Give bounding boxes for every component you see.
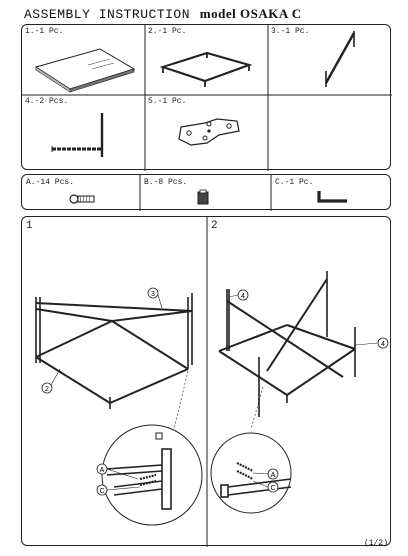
assembly-instruction-heading: ASSEMBLY INSTRUCTION [24, 7, 191, 22]
callout-4-top: 4 [241, 293, 245, 300]
hardware-grid-lines [139, 175, 272, 211]
part-3-label: 3.-1 Pc. [271, 27, 310, 36]
callout-a: A [100, 467, 105, 474]
steps-box: 1 3 2 [21, 216, 391, 547]
barrel-nut-icon [197, 189, 209, 205]
connector-plate-icon [178, 118, 240, 146]
part-1-cell: 1.-1 Pc. [22, 25, 145, 95]
parts-grid-lines [22, 25, 392, 171]
callout-3: 3 [151, 291, 155, 298]
glass-top-icon [34, 48, 136, 93]
part-4-cell: 4.-2 Pcs. [22, 95, 145, 171]
step-2-number: 2 [211, 220, 218, 232]
model-name: model OSAKA C [199, 6, 302, 21]
top-frame-icon [159, 51, 253, 87]
steps-divider [206, 217, 208, 547]
document-title: ASSEMBLY INSTRUCTION model OSAKA C [24, 6, 302, 22]
hardware-list-box: A.-14 Pcs. B.-8 Pcs. C.-1 Pc. [21, 174, 391, 211]
parts-list-box: 1.-1 Pc. 2.-1 Pc. 3.-1 Pc. 4.-2 Pcs. [21, 24, 392, 171]
allen-key-icon [317, 191, 347, 203]
callout-4-right: 4 [381, 341, 385, 348]
hardware-a-label: A.-14 Pcs. [26, 178, 75, 187]
step-1-diagram: 3 2 A C [35, 287, 203, 526]
part-5-cell: 5.-1 Pc. [145, 95, 268, 171]
callout-c-2: C [270, 485, 275, 492]
part-1-label: 1.-1 Pc. [25, 27, 64, 36]
part-2-cell: 2.-1 Pc. [145, 25, 268, 95]
l-leg-bar-icon [51, 113, 104, 157]
callout-2: 2 [45, 386, 49, 393]
bolt-icon [69, 194, 95, 204]
callout-a-2: A [271, 472, 276, 479]
part-5-label: 5.-1 Pc. [148, 97, 187, 106]
step-1-number: 1 [26, 220, 33, 232]
callout-c: C [99, 488, 104, 495]
hardware-c-label: C.-1 Pc. [275, 178, 314, 187]
part-3-cell: 3.-1 Pc. [268, 25, 392, 95]
part-2-label: 2.-1 Pc. [148, 27, 187, 36]
hardware-b-label: B.-8 Pcs. [144, 178, 188, 187]
part-4-label: 4.-2 Pcs. [25, 97, 69, 106]
step-2-diagram: 4 4 A C [210, 271, 389, 514]
page-number: (1/2) [363, 539, 388, 548]
diagonal-leg-bar-icon [324, 31, 356, 87]
